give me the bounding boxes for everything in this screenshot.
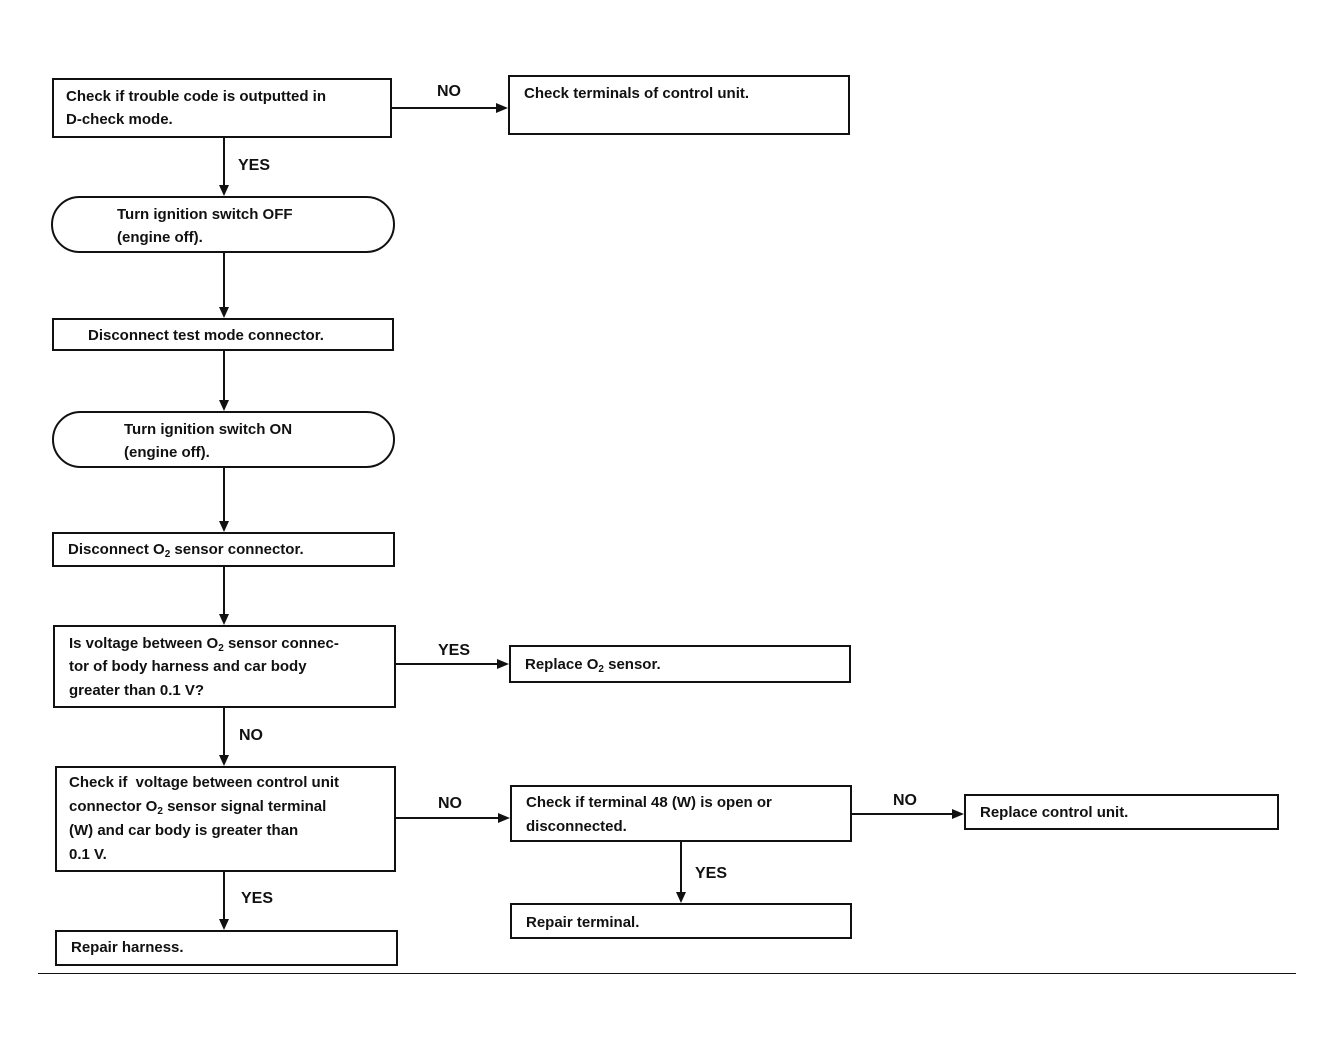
arrow-head-4 — [219, 521, 229, 532]
arrow-head-1 — [219, 185, 229, 196]
voltage-question-line-2: tor of body harness and car body — [69, 658, 307, 675]
arrow-head-6 — [219, 755, 229, 766]
connector-6 — [223, 708, 225, 756]
ignition-on-box: Turn ignition switch ON (engine off). — [52, 411, 395, 468]
check-cu-line-3: (W) and car body is greater than — [69, 822, 299, 839]
connector-2 — [223, 253, 225, 308]
disconnect-o2-box: Disconnect O2 sensor connector. — [52, 532, 395, 567]
disconnect-test-mode-text: Disconnect test mode connector. — [88, 327, 324, 344]
connector-h1 — [392, 107, 497, 109]
label-no-1: NO — [437, 83, 461, 100]
voltage-question-line-1: Is voltage between O2 sensor connec- — [69, 635, 339, 654]
ignition-off-line-1: Turn ignition switch OFF — [117, 206, 293, 223]
voltage-question-box: Is voltage between O2 sensor connec- tor… — [53, 625, 396, 708]
connector-1 — [223, 138, 225, 186]
check-terminal-48-box: Check if terminal 48 (W) is open or disc… — [510, 785, 852, 842]
label-yes-4: YES — [241, 890, 274, 907]
connector-7 — [223, 872, 225, 920]
check-trouble-code-line-1: Check if trouble code is outputted in — [66, 88, 327, 105]
check-terminal-48-line-2: disconnected. — [526, 818, 627, 835]
arrow-head-h4 — [952, 809, 964, 819]
connector-h2 — [396, 663, 498, 665]
ignition-on-line-1: Turn ignition switch ON — [124, 421, 293, 438]
connector-3 — [223, 351, 225, 401]
label-yes-1: YES — [238, 157, 271, 174]
replace-control-unit-box: Replace control unit. — [964, 794, 1279, 830]
page-bottom-rule — [38, 973, 1296, 974]
arrow-head-7 — [219, 919, 229, 930]
arrow-head-5 — [219, 614, 229, 625]
repair-terminal-text: Repair terminal. — [526, 914, 640, 931]
label-no-2: NO — [239, 727, 263, 744]
label-yes-2: YES — [438, 642, 471, 659]
arrow-head-2 — [219, 307, 229, 318]
label-no-4: NO — [893, 792, 917, 809]
ignition-off-box: Turn ignition switch OFF (engine off). — [51, 196, 395, 253]
voltage-question-line-3: greater than 0.1 V? — [69, 682, 205, 699]
disconnect-test-mode-box: Disconnect test mode connector. — [52, 318, 394, 351]
check-cu-line-2: connector O2 sensor signal terminal — [69, 798, 327, 817]
check-cu-line-1: Check if voltage between control unit — [69, 774, 340, 791]
connector-h3 — [396, 817, 499, 819]
check-terminals-box: Check terminals of control unit. — [508, 75, 850, 135]
connector-5 — [223, 567, 225, 615]
ignition-off-line-2: (engine off). — [117, 229, 203, 246]
connector-8 — [680, 842, 682, 893]
check-trouble-code-box: Check if trouble code is outputted in D-… — [52, 78, 392, 138]
check-terminal-48-line-1: Check if terminal 48 (W) is open or — [526, 794, 772, 811]
repair-harness-box: Repair harness. — [55, 930, 398, 966]
arrow-head-h1 — [496, 103, 508, 113]
replace-o2-box: Replace O2 sensor. — [509, 645, 851, 683]
check-control-unit-box: Check if voltage between control unit co… — [55, 766, 396, 872]
arrow-head-8 — [676, 892, 686, 903]
connector-h4 — [852, 813, 953, 815]
check-trouble-code-line-2: D-check mode. — [66, 111, 173, 128]
check-cu-line-4: 0.1 V. — [69, 846, 107, 863]
repair-harness-text: Repair harness. — [71, 939, 184, 956]
arrow-head-3 — [219, 400, 229, 411]
repair-terminal-box: Repair terminal. — [510, 903, 852, 939]
label-yes-3: YES — [695, 865, 728, 882]
disconnect-o2-text: Disconnect O2 sensor connector. — [68, 541, 304, 560]
ignition-on-line-2: (engine off). — [124, 444, 210, 461]
arrow-head-h3 — [498, 813, 510, 823]
connector-4 — [223, 468, 225, 522]
replace-control-unit-text: Replace control unit. — [980, 804, 1129, 821]
check-terminals-text: Check terminals of control unit. — [524, 85, 750, 102]
arrow-head-h2 — [497, 659, 509, 669]
label-no-3: NO — [438, 795, 462, 812]
replace-o2-text: Replace O2 sensor. — [525, 656, 661, 675]
